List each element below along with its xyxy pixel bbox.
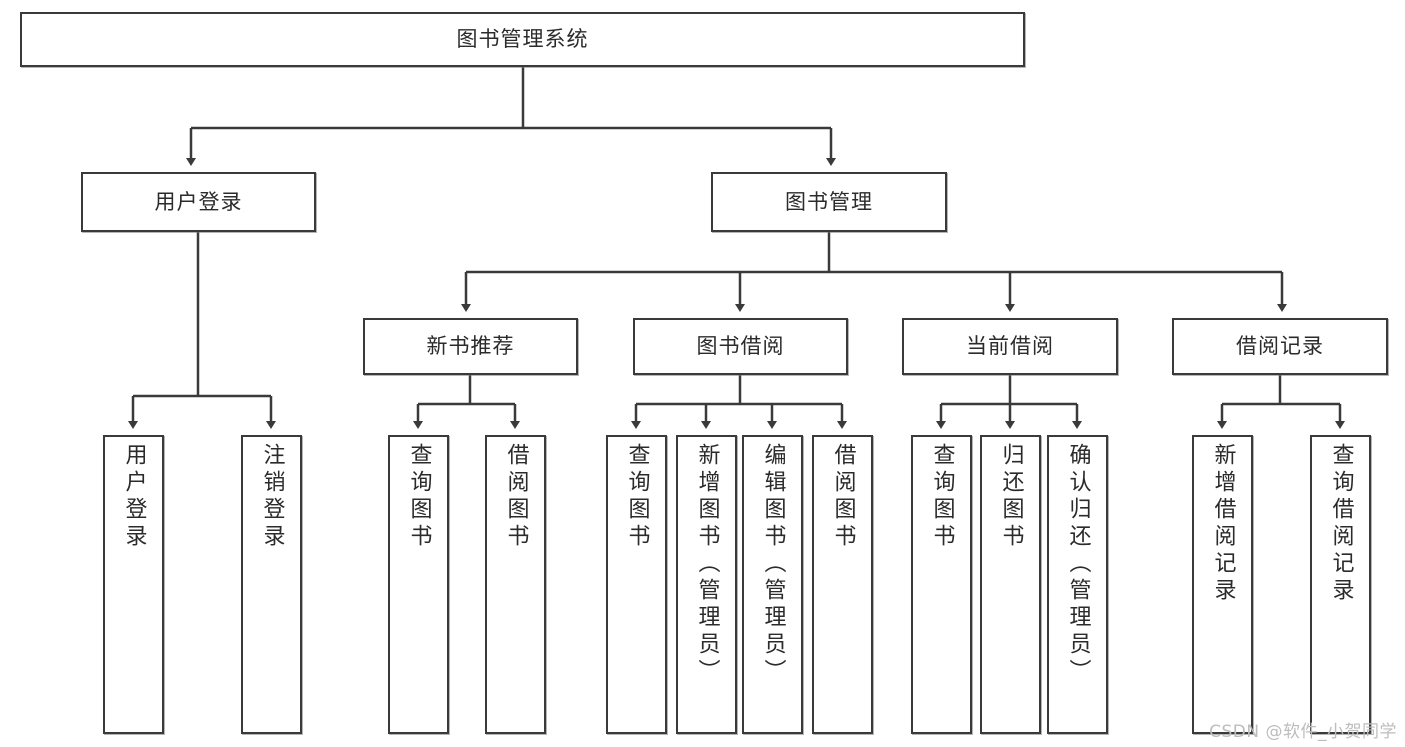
node-label: 当前借阅	[966, 334, 1054, 359]
node-label: 借阅图书	[503, 443, 529, 551]
leaf-logout[interactable]: 注销登录	[241, 435, 302, 734]
node-label: 新增借阅记录	[1210, 443, 1236, 605]
node-label: 用户登录	[121, 443, 147, 551]
leaf-return-book[interactable]: 归还图书	[980, 435, 1041, 734]
leaf-query-book-recommend[interactable]: 查询图书	[388, 435, 449, 734]
leaf-query-borrow-record[interactable]: 查询借阅记录	[1310, 435, 1371, 734]
node-label: 借阅图书	[830, 443, 856, 551]
node-new-book-recommend[interactable]: 新书推荐	[363, 318, 578, 375]
leaf-edit-book-admin[interactable]: 编辑图书（管理员）	[742, 435, 803, 734]
node-book-borrow[interactable]: 图书借阅	[633, 318, 848, 375]
node-book-management[interactable]: 图书管理	[711, 172, 947, 232]
node-label: 查询图书	[406, 443, 432, 551]
node-label: 新增图书（管理员）	[694, 443, 720, 686]
leaf-query-book-current[interactable]: 查询图书	[911, 435, 972, 734]
leaf-add-book-admin[interactable]: 新增图书（管理员）	[676, 435, 737, 734]
node-label: 编辑图书（管理员）	[760, 443, 786, 686]
leaf-add-borrow-record[interactable]: 新增借阅记录	[1192, 435, 1253, 734]
node-user-login[interactable]: 用户登录	[81, 172, 316, 232]
node-root-system[interactable]: 图书管理系统	[20, 12, 1025, 67]
node-label: 确认归还（管理员）	[1065, 443, 1091, 686]
leaf-borrow-book-recommend[interactable]: 借阅图书	[485, 435, 546, 734]
node-label: 用户登录	[154, 189, 243, 214]
node-label: 查询图书	[624, 443, 650, 551]
node-label: 图书管理系统	[456, 27, 589, 52]
node-current-borrow[interactable]: 当前借阅	[902, 318, 1118, 375]
node-label: 借阅记录	[1236, 334, 1324, 359]
node-label: 图书借阅	[696, 334, 785, 359]
node-borrow-record[interactable]: 借阅记录	[1172, 318, 1388, 375]
node-label: 注销登录	[259, 443, 285, 551]
node-label: 查询借阅记录	[1328, 443, 1354, 605]
leaf-borrow-book[interactable]: 借阅图书	[812, 435, 873, 734]
leaf-user-login[interactable]: 用户登录	[103, 435, 164, 734]
watermark-text: CSDN @软件_小贺同学	[1209, 722, 1397, 742]
node-label: 图书管理	[785, 189, 873, 214]
node-label: 新书推荐	[426, 334, 515, 359]
node-label: 归还图书	[998, 443, 1024, 551]
node-label: 查询图书	[929, 443, 955, 551]
leaf-confirm-return-admin[interactable]: 确认归还（管理员）	[1047, 435, 1108, 734]
leaf-query-book-borrow[interactable]: 查询图书	[606, 435, 667, 734]
